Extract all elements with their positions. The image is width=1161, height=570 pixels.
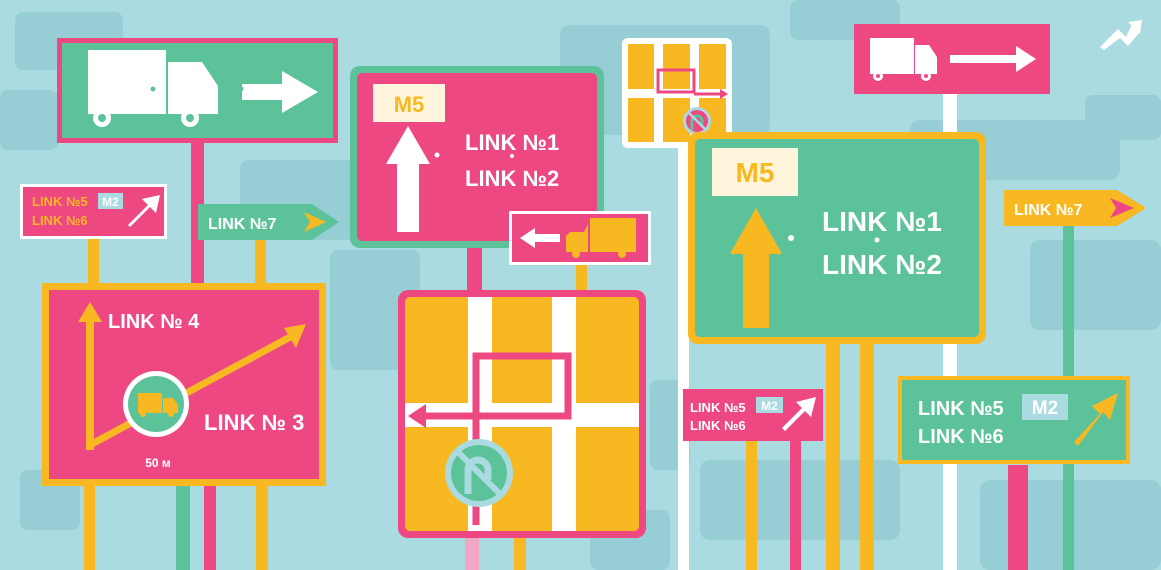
m5-link-1-2-sign-pink: M5 LINK №1 LINK №2 xyxy=(350,66,604,248)
truck-direction-sign-right xyxy=(854,24,1050,94)
sign-text: LINK №7 xyxy=(1014,202,1083,219)
arrow-up-icon xyxy=(386,126,430,232)
road-badge: M5 xyxy=(736,157,775,188)
truck-icon xyxy=(138,393,178,417)
sign-text-line2: LINK №2 xyxy=(465,166,559,191)
road-map-sign xyxy=(398,290,646,538)
m5-link-1-2-sign-green: M5 LINK №1 LINK №2 xyxy=(688,132,986,344)
arrow-right-icon xyxy=(950,46,1036,72)
arrow-diagonal-icon xyxy=(1074,393,1118,446)
sign-text: LINK №7 xyxy=(208,216,277,233)
road-badge: M5 xyxy=(394,92,425,117)
arrow-right-icon xyxy=(242,71,318,113)
arrow-up-icon xyxy=(730,208,782,328)
distance-text: 50 м xyxy=(145,456,171,470)
link-5-6-sign-left: LINK №5 LINK №6 M2 xyxy=(20,184,167,239)
arrow-diagonal-icon xyxy=(128,195,160,227)
truck-left-sign xyxy=(509,211,651,265)
truck-icon xyxy=(88,50,218,127)
link-7-sign-left: LINK №7 xyxy=(198,204,339,240)
arrow-diagonal-icon xyxy=(782,397,816,431)
sign-text-line1: LINK №5 xyxy=(918,398,1004,420)
road-badge: M2 xyxy=(761,399,778,413)
sign-text-line1: LINK №5 xyxy=(690,400,746,415)
link-5-6-sign-right: LINK №5 LINK №6 M2 xyxy=(898,376,1130,464)
link-5-6-sign-center: LINK №5 LINK №6 M2 xyxy=(683,389,823,441)
truck-direction-sign xyxy=(57,38,338,143)
road-map-sign-small xyxy=(622,38,732,148)
sign-text-line2: LINK №6 xyxy=(918,426,1004,448)
sign-text-link4: LINK № 4 xyxy=(108,311,200,333)
arrow-left-icon xyxy=(520,228,560,248)
road-badge: M2 xyxy=(1032,398,1058,419)
truck-icon xyxy=(566,218,636,258)
sign-text-line1: LINK №1 xyxy=(465,130,559,155)
sign-text-line1: LINK №1 xyxy=(822,206,942,237)
sign-text-line2: LINK №6 xyxy=(32,213,88,228)
sign-text-link3: LINK № 3 xyxy=(204,410,304,435)
arrow-up-icon xyxy=(78,302,102,450)
poles xyxy=(84,90,1074,570)
logo-icon xyxy=(1100,20,1142,50)
link-7-sign-right: LINK №7 xyxy=(1004,190,1146,226)
no-u-turn-icon xyxy=(445,439,513,507)
sign-text-line2: LINK №2 xyxy=(822,249,942,280)
truck-icon xyxy=(870,38,937,81)
sign-text-line2: LINK №6 xyxy=(690,418,746,433)
no-u-turn-icon xyxy=(683,107,711,135)
link-3-4-sign: LINK № 4 LINK № 3 50 м xyxy=(42,283,326,486)
sign-text-line1: LINK №5 xyxy=(32,194,88,209)
road-badge: M2 xyxy=(102,195,119,209)
